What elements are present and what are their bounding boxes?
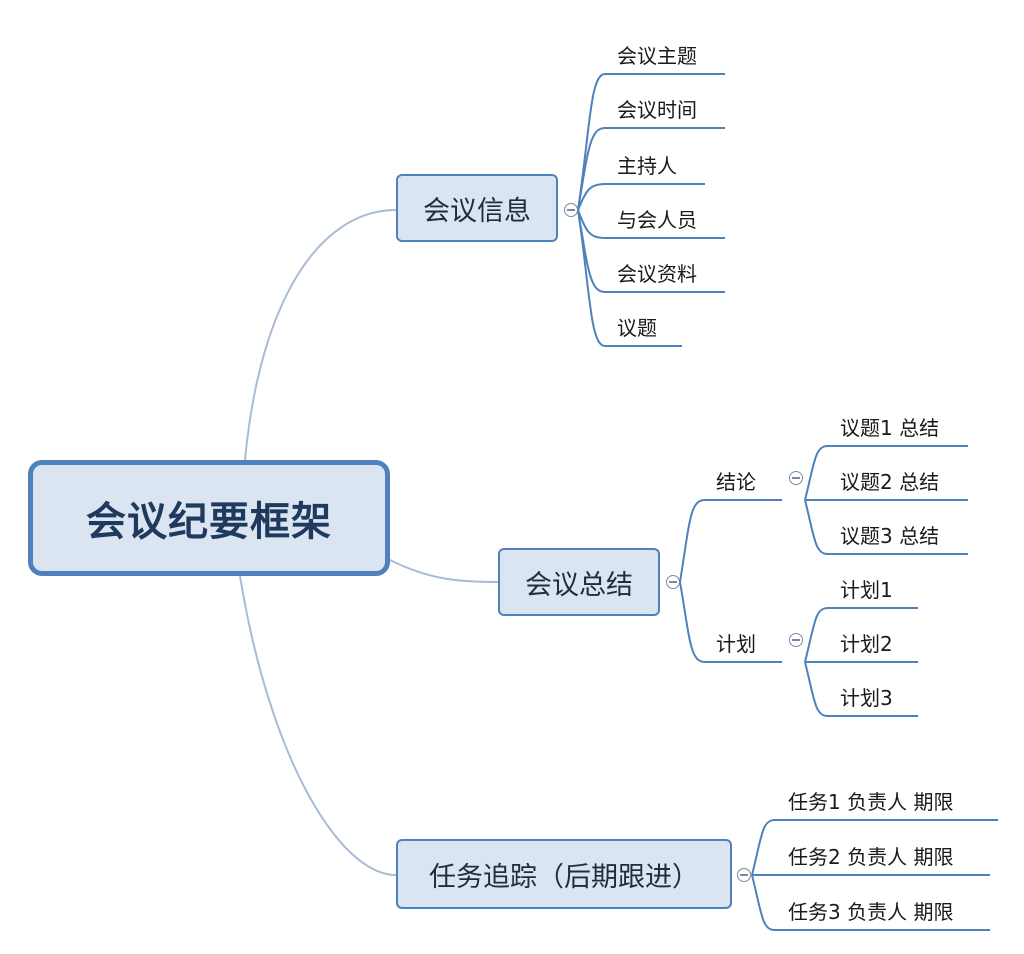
leaf-meeting-materials[interactable]: 会议资料 bbox=[617, 262, 697, 286]
leaf-host[interactable]: 主持人 bbox=[617, 154, 677, 178]
subgroup-conclusion[interactable]: 结论 bbox=[716, 470, 756, 494]
collapse-toggle-icon[interactable] bbox=[789, 471, 803, 485]
leaf-task1[interactable]: 任务1 负责人 期限 bbox=[788, 790, 954, 814]
branch-node-meeting-info[interactable]: 会议信息 bbox=[396, 174, 558, 242]
leaf-meeting-topic[interactable]: 会议主题 bbox=[617, 44, 697, 68]
root-node[interactable]: 会议纪要框架 bbox=[28, 460, 390, 576]
branch-tracking-leaves bbox=[751, 819, 998, 931]
leaf-task2[interactable]: 任务2 负责人 期限 bbox=[788, 845, 954, 869]
collapse-toggle-icon[interactable] bbox=[789, 633, 803, 647]
collapse-toggle-icon[interactable] bbox=[564, 203, 578, 217]
collapse-toggle-icon[interactable] bbox=[666, 575, 680, 589]
leaf-topic1-summary[interactable]: 议题1 总结 bbox=[840, 416, 940, 440]
connector-root-to-tracking bbox=[239, 575, 397, 876]
connector-root-to-info bbox=[244, 209, 397, 461]
leaf-plan2[interactable]: 计划2 bbox=[840, 632, 893, 656]
subgroup-plan[interactable]: 计划 bbox=[716, 632, 756, 656]
connector-root-to-summary bbox=[389, 559, 499, 583]
leaf-agenda[interactable]: 议题 bbox=[617, 316, 657, 340]
leaf-task3[interactable]: 任务3 负责人 期限 bbox=[788, 900, 954, 924]
leaf-topic2-summary[interactable]: 议题2 总结 bbox=[840, 470, 940, 494]
leaf-meeting-time[interactable]: 会议时间 bbox=[617, 98, 697, 122]
branch-node-task-tracking[interactable]: 任务追踪（后期跟进） bbox=[396, 839, 732, 909]
leaf-plan3[interactable]: 计划3 bbox=[840, 686, 893, 710]
branch-node-meeting-summary[interactable]: 会议总结 bbox=[498, 548, 660, 616]
leaf-plan1[interactable]: 计划1 bbox=[840, 578, 893, 602]
branch-summary-subgroups bbox=[679, 445, 968, 717]
leaf-attendees[interactable]: 与会人员 bbox=[617, 208, 697, 232]
branch-info-leaves bbox=[577, 73, 725, 347]
collapse-toggle-icon[interactable] bbox=[737, 868, 751, 882]
leaf-topic3-summary[interactable]: 议题3 总结 bbox=[840, 524, 940, 548]
